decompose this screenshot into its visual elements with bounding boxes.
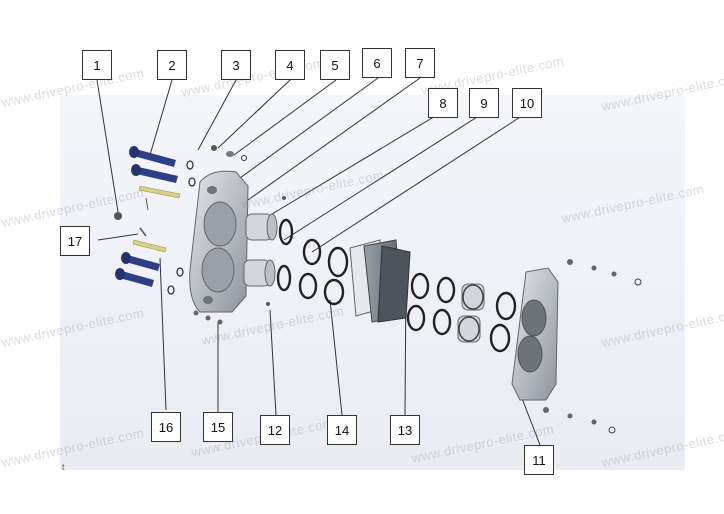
piston-seals-left	[276, 218, 349, 306]
bleeder-ball	[282, 196, 286, 200]
callout-16: 16	[151, 412, 181, 442]
corner-mark: t	[62, 462, 65, 472]
small-ring	[241, 155, 247, 161]
bolt-head	[121, 252, 131, 264]
callout-13: 13	[390, 415, 420, 445]
small-seals	[167, 160, 196, 295]
brake-pad-backing	[377, 245, 411, 323]
bolt-group-lower	[115, 252, 160, 287]
callout-17: 17	[60, 226, 90, 256]
bolt	[132, 166, 178, 183]
caliper-bore	[521, 299, 547, 337]
callout-8: 8	[428, 88, 458, 118]
right-fasteners	[543, 259, 642, 434]
bolt-head	[129, 146, 139, 158]
piston-seals-right	[406, 272, 517, 353]
callout-15: 15	[203, 412, 233, 442]
bolt	[122, 254, 160, 271]
mount-hole	[207, 186, 217, 194]
guide-pin-upper	[138, 185, 181, 199]
callout-14: 14	[327, 415, 357, 445]
nut	[114, 212, 122, 220]
pistons-right	[457, 283, 485, 343]
bleed-cap	[226, 151, 234, 157]
callout-1: 1	[82, 50, 112, 80]
callout-2: 2	[157, 50, 187, 80]
bolt	[130, 148, 176, 167]
bolt-head	[115, 268, 125, 280]
bolt-group-upper	[129, 146, 178, 183]
bleeder-ball	[266, 302, 270, 306]
mount-hole	[203, 296, 213, 304]
guide-pin-lower	[132, 239, 167, 253]
spring-clip	[139, 227, 147, 237]
callout-10: 10	[512, 88, 542, 118]
bolt	[116, 270, 154, 287]
callout-3: 3	[221, 50, 251, 80]
caliper-bore	[517, 335, 543, 373]
bleed-screw	[211, 145, 217, 151]
spring-clip	[145, 197, 149, 211]
pistons-left	[243, 213, 278, 287]
bolt-head	[131, 164, 141, 176]
callout-7: 7	[405, 48, 435, 78]
callout-11: 11	[524, 445, 554, 475]
caliper-bore	[203, 201, 237, 247]
callout-9: 9	[469, 88, 499, 118]
callout-4: 4	[275, 50, 305, 80]
caliper-bore	[201, 247, 235, 293]
lower-fasteners	[193, 310, 223, 325]
callout-6: 6	[362, 48, 392, 78]
callout-5: 5	[320, 50, 350, 80]
callout-12: 12	[260, 415, 290, 445]
